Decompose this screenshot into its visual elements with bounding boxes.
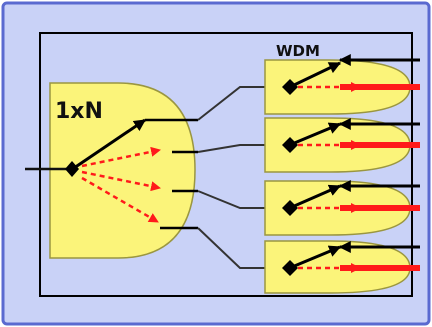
splitter-upstream-arrow <box>73 118 146 170</box>
splitter-downstream-arrow-1 <box>81 146 161 168</box>
inner-frame <box>39 32 413 297</box>
wdm-node-4 <box>282 260 298 276</box>
wdm-1-upstream-arrow <box>291 61 342 88</box>
splitter-input-node <box>65 161 79 177</box>
wdm-node-2 <box>282 137 298 153</box>
wdm-node-3 <box>282 200 298 216</box>
splitter-label: 1xN <box>55 99 103 124</box>
splitter-downstream-arrow-3 <box>81 176 159 224</box>
wdm-block-4 <box>264 240 420 294</box>
wdm-4-upstream-arrow <box>291 245 342 269</box>
wdm-block-3 <box>264 180 420 236</box>
splitter-downstream-arrow-2 <box>81 170 161 192</box>
wdm-block-2 <box>264 117 420 173</box>
wdm-node-1 <box>282 79 298 95</box>
wdm-label: WDM <box>276 42 320 60</box>
wdm-3-upstream-arrow <box>291 184 342 209</box>
wdm-2-upstream-arrow <box>291 122 342 146</box>
wdm-block-1 <box>264 54 420 115</box>
